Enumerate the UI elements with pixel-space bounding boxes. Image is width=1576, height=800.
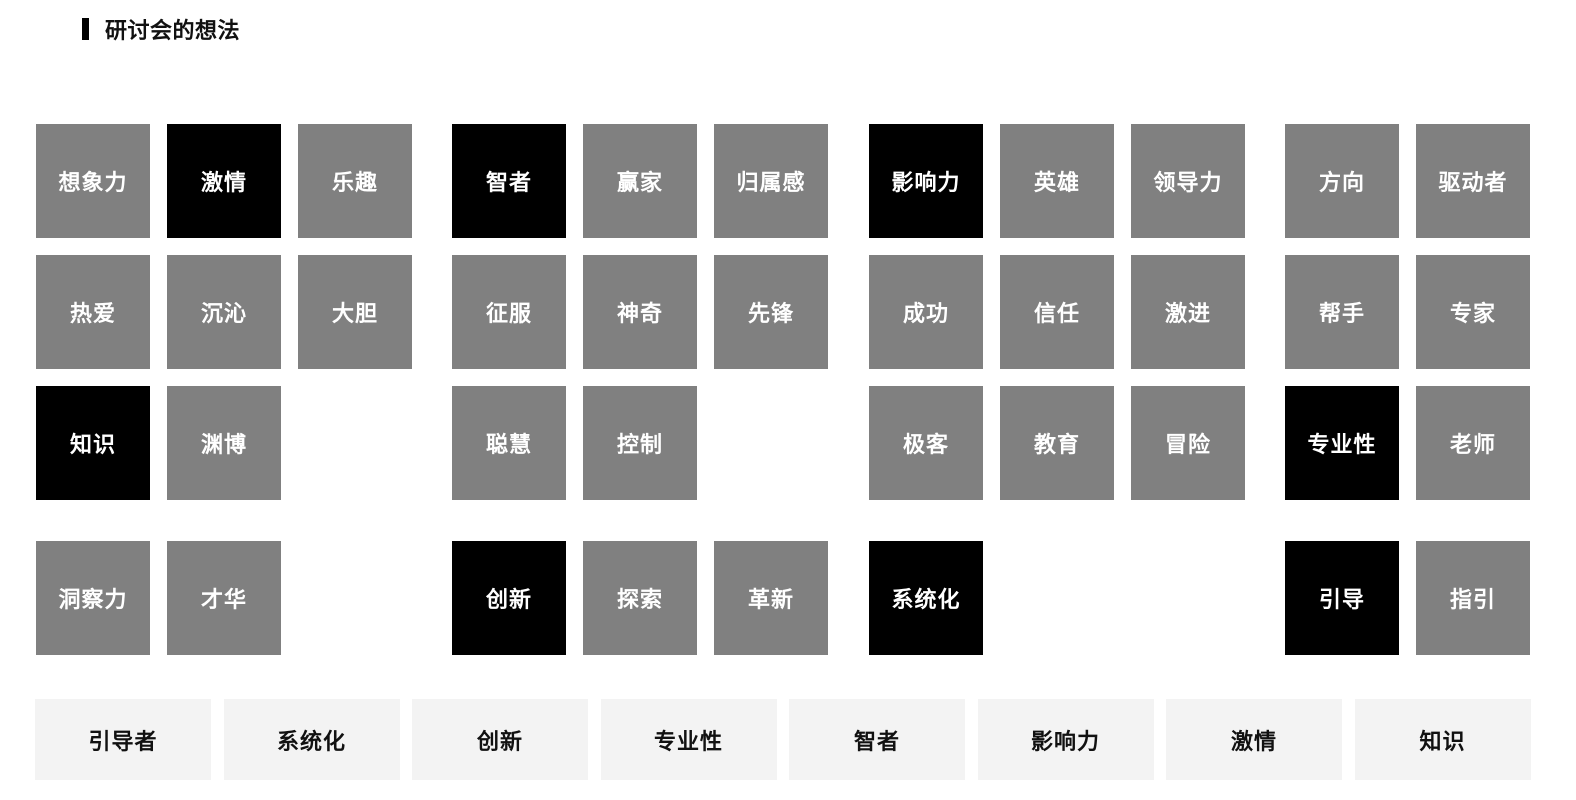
word-tile[interactable]: 才华 <box>167 541 281 655</box>
word-tile[interactable]: 征服 <box>452 255 566 369</box>
word-tile[interactable]: 先锋 <box>714 255 828 369</box>
word-tile[interactable]: 想象力 <box>36 124 150 238</box>
word-tile[interactable]: 老师 <box>1416 386 1530 500</box>
word-tile[interactable]: 领导力 <box>1131 124 1245 238</box>
word-tile[interactable]: 专业性 <box>1285 386 1399 500</box>
summary-item[interactable]: 专业性 <box>600 699 777 780</box>
header-accent-bar <box>82 18 89 40</box>
word-tile[interactable]: 归属感 <box>714 124 828 238</box>
word-tile[interactable]: 赢家 <box>583 124 697 238</box>
word-tile[interactable]: 乐趣 <box>298 124 412 238</box>
word-tile[interactable]: 信任 <box>1000 255 1114 369</box>
word-tile-board: 想象力激情乐趣热爱沉沁大胆知识渊博洞察力才华 智者赢家归属感征服神奇先锋聪慧控制创… <box>36 124 1530 655</box>
word-tile[interactable]: 控制 <box>583 386 697 500</box>
word-tile[interactable]: 驱动者 <box>1416 124 1530 238</box>
word-tile[interactable]: 沉沁 <box>167 255 281 369</box>
word-tile[interactable]: 成功 <box>869 255 983 369</box>
word-tile[interactable]: 系统化 <box>869 541 983 655</box>
summary-bar: 引导者 系统化 创新 专业性 智者 影响力 激情 知识 <box>35 699 1531 780</box>
summary-item[interactable]: 系统化 <box>223 699 400 780</box>
word-tile[interactable]: 智者 <box>452 124 566 238</box>
word-tile[interactable]: 教育 <box>1000 386 1114 500</box>
word-tile[interactable]: 创新 <box>452 541 566 655</box>
word-tile[interactable]: 专家 <box>1416 255 1530 369</box>
word-tile[interactable]: 英雄 <box>1000 124 1114 238</box>
summary-item[interactable]: 影响力 <box>977 699 1154 780</box>
word-tile[interactable]: 激进 <box>1131 255 1245 369</box>
page-header: 研讨会的想法 <box>82 14 240 44</box>
summary-item[interactable]: 创新 <box>412 699 588 780</box>
summary-item[interactable]: 激情 <box>1166 699 1342 780</box>
word-tile[interactable]: 探索 <box>583 541 697 655</box>
word-tile[interactable]: 方向 <box>1285 124 1399 238</box>
word-tile[interactable]: 热爱 <box>36 255 150 369</box>
word-tile[interactable]: 聪慧 <box>452 386 566 500</box>
word-tile[interactable]: 大胆 <box>298 255 412 369</box>
word-tile[interactable]: 洞察力 <box>36 541 150 655</box>
word-tile[interactable]: 冒险 <box>1131 386 1245 500</box>
summary-item[interactable]: 智者 <box>789 699 965 780</box>
word-tile[interactable]: 引导 <box>1285 541 1399 655</box>
word-tile[interactable]: 影响力 <box>869 124 983 238</box>
word-tile[interactable]: 极客 <box>869 386 983 500</box>
word-tile[interactable]: 神奇 <box>583 255 697 369</box>
word-tile[interactable]: 渊博 <box>167 386 281 500</box>
word-tile[interactable]: 革新 <box>714 541 828 655</box>
summary-item[interactable]: 知识 <box>1354 699 1531 780</box>
word-tile[interactable]: 知识 <box>36 386 150 500</box>
word-tile[interactable]: 指引 <box>1416 541 1530 655</box>
word-tile[interactable]: 激情 <box>167 124 281 238</box>
page-title: 研讨会的想法 <box>105 19 241 44</box>
word-tile[interactable]: 帮手 <box>1285 255 1399 369</box>
summary-item[interactable]: 引导者 <box>35 699 211 780</box>
